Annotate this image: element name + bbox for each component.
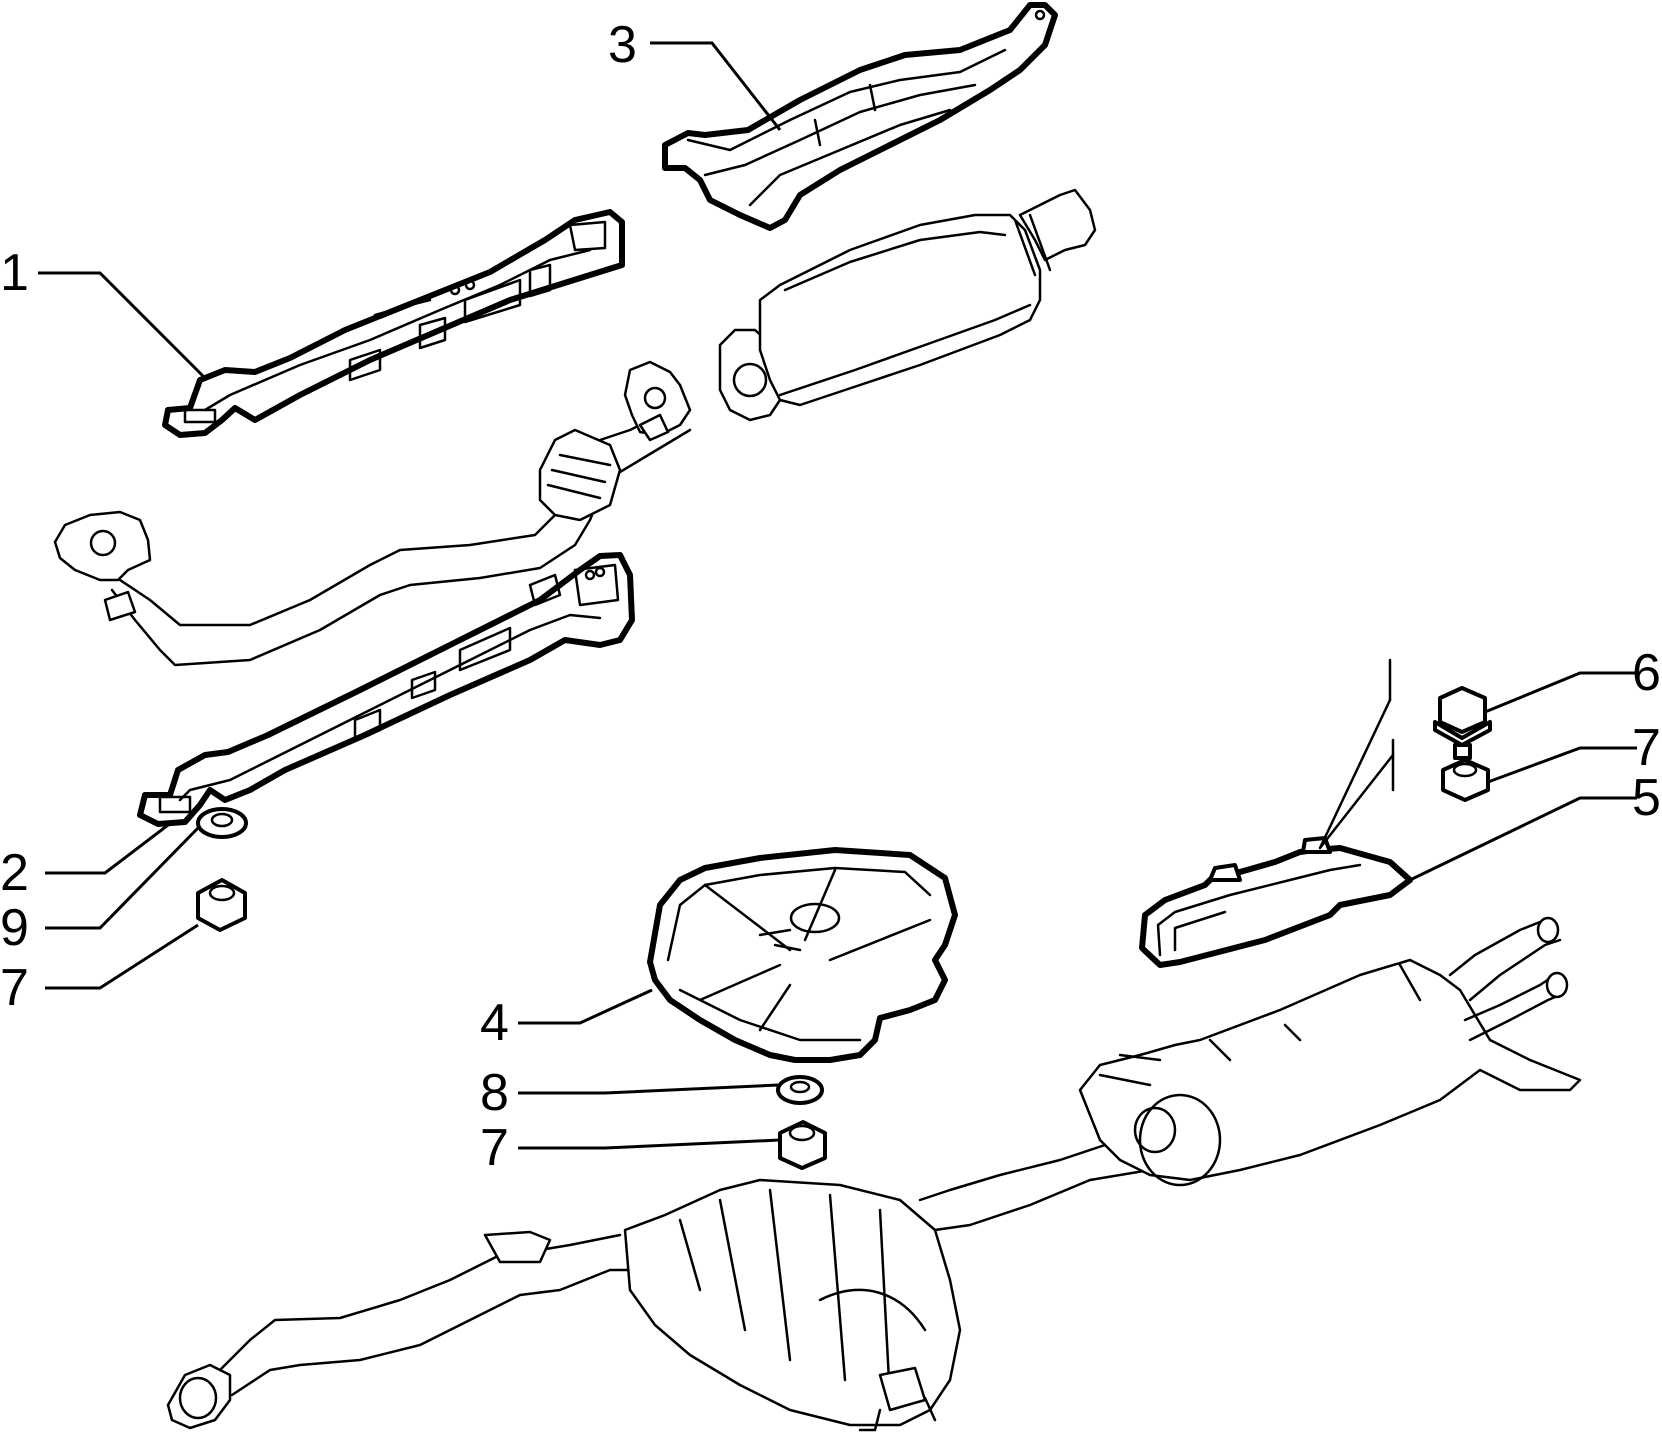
part-3-upper-heat-shield bbox=[662, 2, 1058, 231]
part-9-washer bbox=[196, 807, 248, 839]
callout-3: 3 bbox=[608, 16, 637, 74]
callout-9: 9 bbox=[0, 899, 29, 957]
callout-4: 4 bbox=[480, 994, 509, 1052]
callout-7-left: 7 bbox=[0, 959, 29, 1017]
front-exhaust-pipe bbox=[53, 360, 692, 667]
callout-8: 8 bbox=[480, 1064, 509, 1122]
part-7-nut-left bbox=[196, 878, 247, 932]
part-1-heat-shield bbox=[162, 209, 625, 438]
callout-6: 6 bbox=[1632, 644, 1661, 702]
callout-2: 2 bbox=[0, 844, 29, 902]
catalytic-converter bbox=[718, 188, 1097, 422]
part-7-nut-right bbox=[1441, 758, 1490, 802]
part-2-heat-shield bbox=[137, 552, 635, 827]
part-4-heat-shield bbox=[647, 847, 958, 1063]
callout-5: 5 bbox=[1632, 769, 1661, 827]
callout-7-center: 7 bbox=[480, 1119, 509, 1177]
part-6-bolt bbox=[1433, 686, 1492, 760]
leader-lines bbox=[38, 41, 1637, 1150]
part-5-heat-shield bbox=[1139, 658, 1413, 968]
part-8-washer bbox=[776, 1075, 824, 1105]
part-7-nut-center bbox=[778, 1120, 827, 1170]
callout-labels: 1 2 3 4 5 6 7 7 7 8 9 bbox=[0, 16, 1661, 1177]
callout-1: 1 bbox=[0, 244, 29, 302]
callout-7-right: 7 bbox=[1632, 719, 1661, 777]
rear-exhaust-silencer bbox=[166, 916, 1582, 1432]
